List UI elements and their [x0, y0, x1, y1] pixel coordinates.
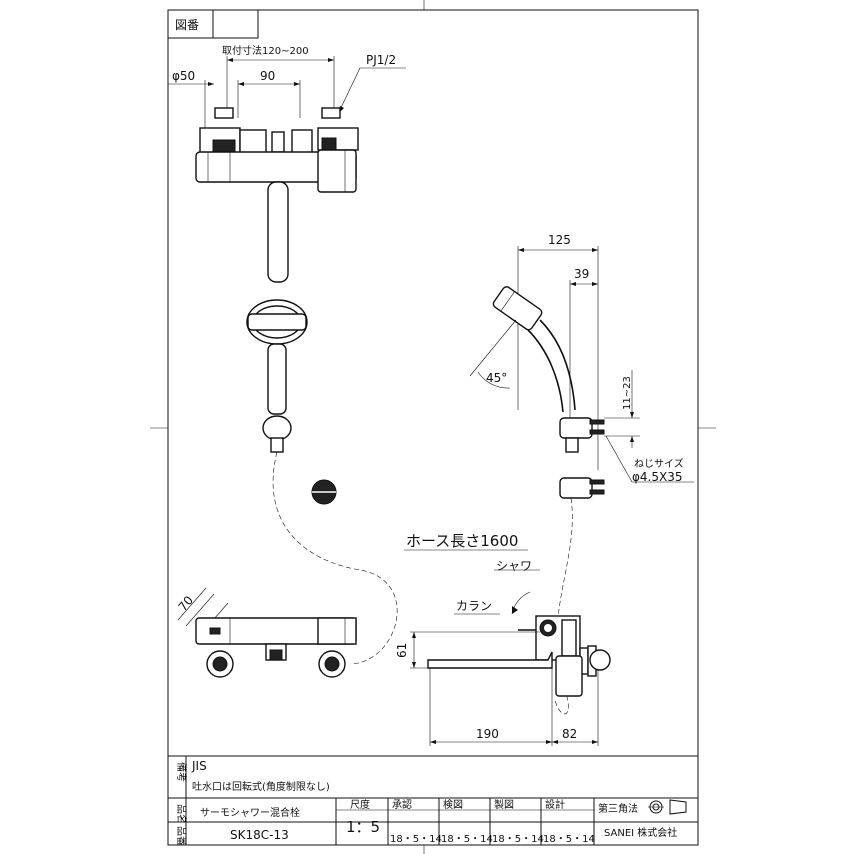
- projection-label: 第三角法: [598, 802, 638, 815]
- drawing-number-label: 図番: [175, 18, 199, 32]
- screw-size-value: φ4.5X35: [632, 470, 683, 484]
- drawn-date: 18・5・14: [492, 834, 544, 845]
- number-value: SK18C-13: [230, 828, 289, 842]
- name-value: サーモシャワー混合栓: [200, 806, 300, 819]
- notes-label: 備考: [175, 762, 188, 782]
- notes-line1: JIS: [191, 759, 207, 773]
- spout-view: シャワ カラン 61 190 82: [395, 559, 611, 746]
- drawn-label: 製図: [494, 798, 514, 811]
- handle-shower-label: シャワ: [496, 559, 532, 573]
- scale-label: 尺度: [350, 798, 370, 811]
- title-block: 備考 JIS 吐水口は回転式(角度制限なし) 品名 サーモシャワー混合栓 品番 …: [168, 755, 698, 846]
- dim-70: 70: [176, 593, 197, 614]
- dim-pj: PJ1/2: [366, 53, 396, 67]
- angle-45: 45°: [486, 371, 507, 385]
- top-view: 70: [176, 587, 357, 678]
- dim-61: 61: [395, 643, 409, 658]
- approved-date: 18・5・14: [390, 834, 442, 845]
- dim-phi50: φ50: [172, 69, 195, 83]
- name-label: 品名: [175, 804, 188, 824]
- third-angle-projection-icon: [648, 799, 687, 815]
- dim-90: 90: [260, 69, 275, 83]
- dim-82: 82: [562, 727, 577, 741]
- checked-date: 18・5・14: [441, 834, 493, 845]
- sheet-border: [167, 9, 699, 846]
- screw-size-label: ねじサイズ: [634, 457, 684, 470]
- dim-mount-range: 取付寸法120~200: [222, 44, 309, 57]
- front-view: 取付寸法120~200 φ50 90 PJ1/2: [168, 44, 406, 665]
- designed-label: 設計: [545, 798, 565, 811]
- designed-date: 18・5・14: [543, 834, 595, 845]
- side-view: 125 39 45° 11~23 ねじサイズ φ4.5X35: [469, 233, 694, 715]
- handle-faucet-label: カラン: [456, 599, 492, 613]
- dim-39: 39: [574, 267, 589, 281]
- number-label: 品番: [175, 826, 187, 846]
- company-name: SANEI 株式会社: [604, 826, 677, 839]
- dim-190: 190: [476, 727, 499, 741]
- hose-length-label: ホース長さ1600: [406, 532, 518, 550]
- notes-line2: 吐水口は回転式(角度制限なし): [192, 780, 330, 793]
- dim-125: 125: [548, 233, 571, 247]
- scale-value: 1：5: [346, 818, 380, 836]
- dim-11-23: 11~23: [622, 376, 633, 410]
- approved-label: 承認: [392, 798, 412, 811]
- checked-label: 検図: [443, 798, 463, 811]
